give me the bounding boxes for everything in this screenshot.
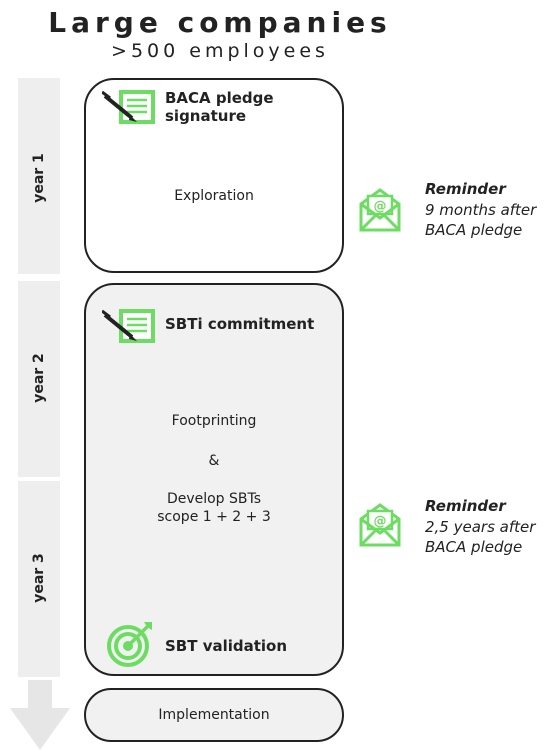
phase-3-box xyxy=(84,688,344,742)
target-icon xyxy=(107,622,152,667)
pledge-milestone-label: BACA pledge signature xyxy=(165,89,274,125)
reminder-2-line-1: 2,5 years after xyxy=(425,518,536,536)
email-envelope-icon: @ xyxy=(359,503,401,547)
sbti-commitment-label: SBTi commitment xyxy=(165,315,315,333)
page-subtitle: >500 employees xyxy=(111,40,329,62)
develop-sbts-label: Develop SBTs scope 1 + 2 + 3 xyxy=(84,490,344,526)
year-3-label: year 3 xyxy=(31,553,47,603)
sbt-validation-label: SBT validation xyxy=(165,637,288,655)
reminder-2-line-2: BACA pledge xyxy=(425,538,523,556)
year-3-bar xyxy=(18,481,60,677)
phase-2-box xyxy=(84,283,344,676)
reminder-2-detail: 2,5 years after BACA pledge xyxy=(425,517,535,557)
footprinting-label: Footprinting xyxy=(171,413,257,429)
email-envelope-icon: @ xyxy=(359,188,401,232)
reminder-1-line-1: 9 months after xyxy=(425,201,537,219)
reminder-1-detail: 9 months after BACA pledge xyxy=(425,200,536,240)
implementation-label: Implementation xyxy=(158,707,270,723)
year-2-bar xyxy=(18,281,60,477)
year-1-bar xyxy=(18,78,60,274)
reminder-2-title: Reminder xyxy=(425,497,506,515)
reminder-1-line-2: BACA pledge xyxy=(425,221,523,239)
document-pen-icon xyxy=(102,309,155,343)
exploration-label: Exploration xyxy=(174,188,254,204)
develop-sbts-line-2: scope 1 + 2 + 3 xyxy=(157,509,271,525)
pledge-line-2: signature xyxy=(165,107,247,125)
svg-text:@: @ xyxy=(374,514,387,529)
svg-text:@: @ xyxy=(374,199,387,214)
down-arrow-icon xyxy=(10,680,70,750)
connector-ampersand: & xyxy=(208,453,220,469)
develop-sbts-line-1: Develop SBTs xyxy=(166,491,262,507)
document-pen-icon xyxy=(102,90,155,124)
reminder-1-title: Reminder xyxy=(425,180,506,198)
year-1-label: year 1 xyxy=(31,153,47,203)
page-title: Large companies xyxy=(48,6,392,39)
year-2-label: year 2 xyxy=(31,353,47,403)
pledge-line-1: BACA pledge xyxy=(165,89,274,107)
